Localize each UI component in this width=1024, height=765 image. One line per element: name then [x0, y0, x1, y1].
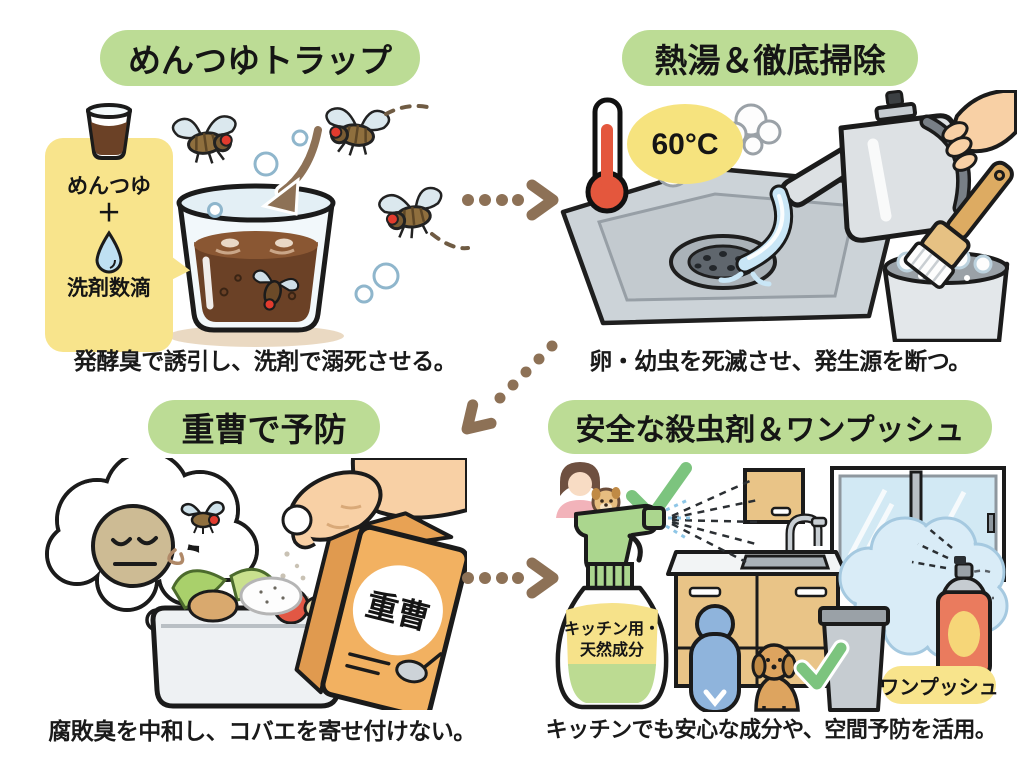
one-push-label-text: ワンプッシュ — [879, 676, 999, 699]
temperature-label: 60°C — [651, 128, 718, 161]
kitchen-spray-bottle: キッチン用・ 天然成分 — [555, 503, 669, 710]
caption-baking-soda: 腐敗臭を中和し、コバエを寄せ付けない。 — [48, 718, 476, 744]
hot-water-stream — [718, 184, 793, 287]
baking-soda-illustration: 重曹 — [45, 458, 467, 710]
recipe-ingredient: めんつゆ — [67, 175, 151, 198]
baking-soda-bag: 重曹 — [294, 511, 467, 710]
one-push-aerosol-can — [911, 527, 992, 678]
smelly-face-icon — [91, 504, 175, 588]
bottle-label-line2: 天然成分 — [580, 640, 644, 659]
bottle-label-line1: キッチン用・ — [564, 620, 660, 638]
one-push-label: ワンプッシュ — [879, 666, 999, 704]
recipe-plus: ＋ — [97, 200, 121, 228]
panel-title-hot-water: 熱湯＆徹底掃除 — [622, 30, 918, 86]
spray-fan-dashes — [665, 478, 763, 564]
mentsuyu-trap-illustration — [168, 102, 470, 347]
person-figure — [689, 604, 741, 712]
aerosol-spray-dashes — [911, 527, 953, 570]
flight-trail — [384, 104, 434, 116]
caption-mentsuyu-trap: 発酵臭で誘引し、洗剤で溺死させる。 — [73, 348, 457, 374]
panel-title-mentsuyu-trap: めんつゆトラップ — [100, 30, 420, 86]
thermometer-icon — [585, 97, 629, 214]
panel-title-text: めんつゆトラップ — [128, 42, 392, 79]
kettle — [779, 90, 972, 243]
thought-bubble — [45, 458, 259, 651]
check-icon — [793, 639, 850, 693]
flow-arrow-right-icon — [462, 557, 559, 599]
recipe-bubble: めんつゆ ＋ 洗剤数滴 — [45, 138, 173, 352]
fly-icon — [319, 102, 392, 162]
floating-bubbles — [207, 129, 400, 304]
panel-safe-insecticide: 安全な殺虫剤＆ワンプッシュ — [524, 390, 1024, 765]
panel-mentsuyu-trap: めんつゆトラップ — [0, 0, 510, 390]
recipe-amount: 洗剤数滴 — [67, 276, 151, 300]
flow-arrow-right-icon — [462, 179, 559, 221]
powder-pinch — [281, 504, 313, 536]
panel-title-safe-insecticide: 安全な殺虫剤＆ワンプッシュ — [548, 400, 992, 454]
food-waste-bin — [150, 567, 346, 709]
caption-hot-water: 卵・幼虫を死滅させ、発生源を断つ。 — [589, 348, 971, 374]
hand-icon — [941, 90, 1017, 172]
fly-icon — [180, 501, 225, 534]
dog-icon — [751, 643, 800, 712]
bottle-label — [566, 603, 658, 666]
panel-hot-water-cleaning: 熱湯＆徹底掃除 — [524, 0, 1024, 390]
safe-insecticide-illustration: キッチン用・ 天然成分 — [555, 458, 1009, 712]
upper-cabinet — [743, 468, 805, 524]
drowned-fly — [252, 269, 300, 311]
flight-trail — [430, 232, 470, 251]
panel-title-baking-soda: 重曹で予防 — [148, 400, 380, 454]
caption-safe-insecticide: キッチンでも安心な成分や、空間予防を活用。 — [545, 717, 997, 742]
panel-baking-soda: 重曹で予防 — [0, 390, 510, 765]
powder-mound — [239, 576, 303, 616]
mentsuyu-liquid — [194, 242, 318, 322]
spoon-icon — [395, 652, 443, 684]
mentsuyu-cup-icon — [86, 103, 132, 160]
fly-icon — [170, 110, 243, 170]
panel-title-text: 熱湯＆徹底掃除 — [654, 42, 886, 79]
hot-water-illustration: 60°C — [560, 90, 1017, 342]
temperature-bubble — [627, 104, 743, 184]
trap-glass-cup — [176, 183, 336, 333]
hand-icon — [281, 458, 467, 550]
detergent-drop-icon — [95, 229, 123, 274]
flow-arrow-diagonal-icon — [461, 340, 558, 435]
cleaning-brush-icon — [903, 160, 1014, 289]
panel-title-text: 重曹で予防 — [181, 411, 347, 448]
fly-dive-arrow — [260, 122, 326, 216]
panel-title-text: 安全な殺虫剤＆ワンプッシュ — [575, 414, 965, 447]
fly-icon — [376, 185, 447, 243]
